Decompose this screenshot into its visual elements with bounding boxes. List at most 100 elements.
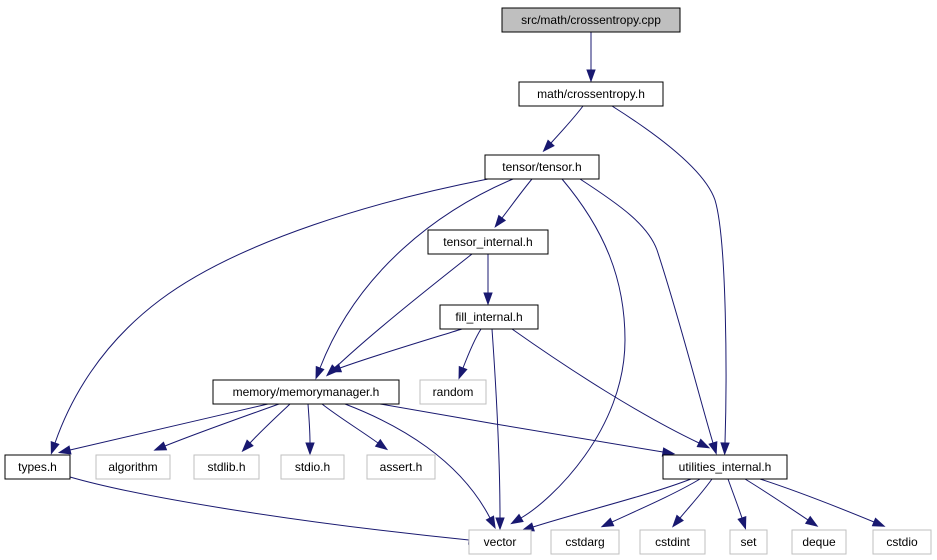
node-src-crossentropy-cpp[interactable]: src/math/crossentropy.cpp — [501, 7, 681, 33]
node-cstdio: cstdio — [872, 529, 932, 555]
edge-line — [54, 178, 489, 444]
arrow-head-icon — [483, 292, 493, 306]
edge-line — [579, 178, 714, 444]
node-box — [366, 454, 436, 480]
node-box — [280, 454, 345, 480]
edge-memory_memorymanager_h-to-utilities_internal_h — [379, 403, 676, 457]
edge-line — [532, 478, 692, 528]
arrow-head-icon — [600, 517, 615, 528]
node-math-crossentropy-h[interactable]: math/crossentropy.h — [518, 81, 664, 107]
node-box — [550, 529, 620, 555]
arrow-head-icon — [305, 442, 315, 456]
arrow-head-icon — [720, 442, 730, 456]
node-label: tensor/tensor.h — [502, 160, 581, 174]
edge-fill_internal_h-to-random — [458, 328, 482, 380]
node-box — [729, 529, 768, 555]
node-random: random — [419, 379, 487, 405]
edge-line — [379, 403, 664, 453]
node-box — [95, 454, 171, 480]
node-fill-internal-h[interactable]: fill_internal.h — [439, 304, 539, 330]
arrow-head-icon — [153, 441, 168, 451]
node-label: stdio.h — [295, 460, 330, 474]
node-box — [518, 81, 664, 107]
nodes-layer: src/math/crossentropy.cpp math/crossentro… — [4, 7, 932, 555]
node-utilities-internal-h[interactable]: utilities_internal.h — [662, 454, 788, 480]
node-label: fill_internal.h — [455, 310, 522, 324]
arrow-head-icon — [50, 440, 60, 455]
edge-line — [164, 403, 280, 447]
node-label: cstdarg — [565, 535, 604, 549]
edge-line — [249, 403, 291, 444]
node-label: tensor_internal.h — [443, 235, 532, 249]
node-label: cstdio — [886, 535, 918, 549]
edge-memory_memorymanager_h-to-types_h — [57, 403, 269, 455]
node-label: types.h — [18, 460, 57, 474]
node-label: memory/memorymanager.h — [233, 385, 380, 399]
node-box — [212, 379, 400, 405]
arrow-head-icon — [542, 139, 555, 153]
edge-memory_memorymanager_h-to-stdio_h — [305, 403, 315, 456]
node-algorithm: algorithm — [95, 454, 171, 480]
edge-line — [339, 328, 463, 369]
edge-line — [520, 178, 626, 519]
edge-memory_memorymanager_h-to-assert_h — [321, 403, 389, 451]
edge-line — [69, 476, 470, 541]
edge-line — [462, 328, 482, 369]
edge-tensor_internal_h-to-fill_internal_h — [483, 254, 493, 306]
edge-fill_internal_h-to-utilities_internal_h — [511, 328, 711, 449]
arrow-head-icon — [696, 438, 711, 449]
node-label: set — [740, 535, 757, 549]
arrow-head-icon — [586, 69, 596, 83]
edge-src_crossentropy_cpp-to-math_crossentropy_h — [586, 32, 596, 83]
edge-line — [69, 403, 269, 451]
edge-tensor_tensor_h-to-tensor_internal_h — [494, 178, 533, 228]
edge-tensor_tensor_h-to-utilities_internal_h — [579, 178, 718, 455]
node-box — [662, 454, 788, 480]
arrow-head-icon — [804, 515, 819, 527]
edge-line — [321, 403, 379, 444]
edge-tensor_tensor_h-to-types_h — [50, 178, 489, 455]
node-label: algorithm — [108, 460, 157, 474]
node-tensor-internal-h[interactable]: tensor_internal.h — [427, 229, 549, 255]
node-label: utilities_internal.h — [679, 460, 772, 474]
edge-utilities_internal_h-to-set — [727, 478, 747, 530]
node-label: deque — [802, 535, 836, 549]
node-assert-h: assert.h — [366, 454, 436, 480]
edge-fill_internal_h-to-vector — [491, 328, 505, 531]
edge-line — [744, 478, 809, 521]
arrow-head-icon — [737, 516, 747, 530]
edge-line — [344, 403, 491, 519]
edge-math_crossentropy_h-to-tensor_tensor_h — [542, 105, 584, 153]
node-box — [427, 229, 549, 255]
node-box — [419, 379, 487, 405]
node-memory-memorymanager-h[interactable]: memory/memorymanager.h — [212, 379, 400, 405]
arrow-head-icon — [708, 441, 718, 455]
edge-line — [307, 403, 311, 444]
node-box — [468, 529, 532, 555]
node-deque: deque — [791, 529, 847, 555]
node-box — [501, 7, 681, 33]
node-set: set — [729, 529, 768, 555]
edges-layer — [50, 32, 886, 545]
edge-line — [679, 478, 713, 519]
edge-memory_memorymanager_h-to-algorithm — [153, 403, 280, 451]
edge-utilities_internal_h-to-cstdint — [672, 478, 713, 528]
node-tensor-tensor-h[interactable]: tensor/tensor.h — [484, 154, 600, 180]
arrow-head-icon — [374, 438, 389, 451]
edge-memory_memorymanager_h-to-stdlib_h — [241, 403, 291, 453]
arrow-head-icon — [495, 517, 505, 531]
edge-utilities_internal_h-to-cstdio — [759, 478, 886, 527]
edge-line — [727, 478, 743, 519]
edge-memory_memorymanager_h-to-vector — [344, 403, 496, 530]
arrow-head-icon — [315, 365, 325, 380]
node-label: vector — [484, 535, 517, 549]
node-types-h[interactable]: types.h — [4, 454, 71, 480]
arrow-head-icon — [871, 517, 886, 527]
node-box — [639, 529, 706, 555]
edge-line — [611, 105, 727, 444]
arrow-head-icon — [510, 513, 524, 525]
node-label: src/math/crossentropy.cpp — [521, 13, 661, 27]
node-box — [4, 454, 71, 480]
arrow-head-icon — [328, 363, 343, 373]
